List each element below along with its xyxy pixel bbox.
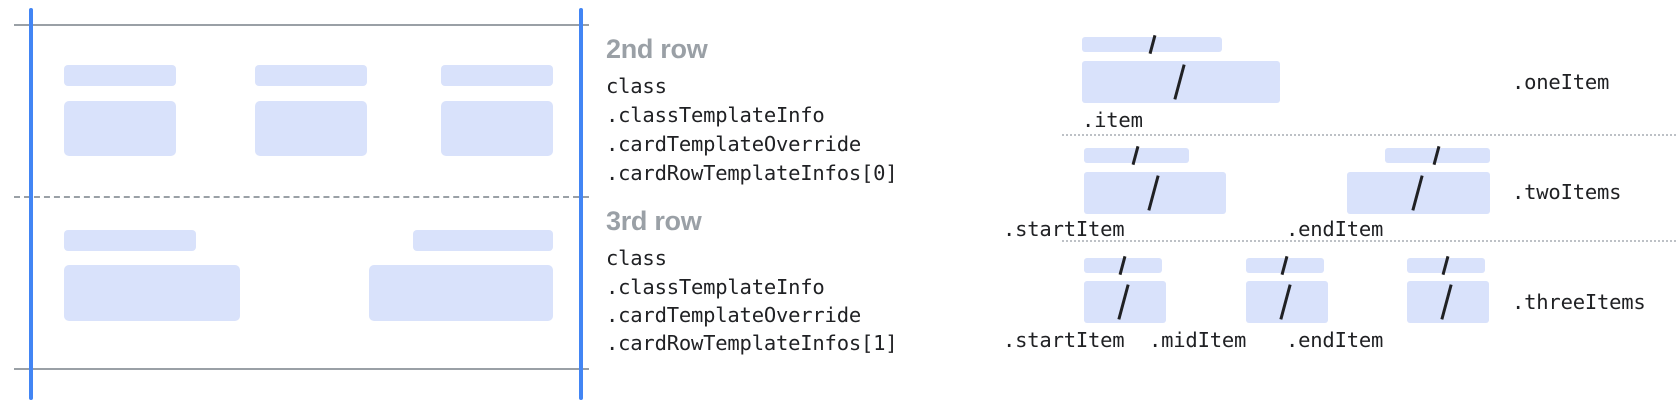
slot-caption: .item [1082,108,1143,132]
slot-title-bar [1084,255,1162,276]
slot-body-box [1347,172,1490,214]
cell-title-placeholder [255,65,367,86]
variant-label: .threeItems [1512,290,1646,314]
slot-title-bar [1084,145,1189,166]
cell-title-placeholder [64,65,176,86]
row-detail-line: .classTemplateInfo [606,103,825,127]
preview-top-boundary [14,24,589,26]
slash-glyph [1173,64,1186,100]
slot-caption: .endItem [1286,328,1384,352]
slot-body-box [1246,281,1328,323]
row-detail-line: .cardTemplateOverride [606,132,861,156]
slot-title-bar [1082,34,1222,55]
slot-title-bar [1407,255,1485,276]
slash-glyph [1118,255,1127,276]
slot-caption: .startItem [1003,217,1125,241]
variant-label: .oneItem [1512,70,1610,94]
slot-title-bar [1246,255,1324,276]
slash-glyph [1117,284,1130,320]
slot-body-box [1407,281,1489,323]
slash-glyph [1441,255,1450,276]
cell-title-placeholder [413,230,553,251]
slot-caption: .midItem [1149,328,1247,352]
cell-body-placeholder [64,265,240,321]
slot-caption: .endItem [1286,217,1384,241]
slot-body-box [1084,281,1166,323]
variant-label: .twoItems [1512,180,1622,204]
slot-body-box [1082,61,1280,103]
slash-glyph [1148,34,1157,55]
cell-title-placeholder [64,230,196,251]
row-detail-line: .cardRowTemplateInfos[0] [606,161,898,185]
slash-glyph [1279,284,1292,320]
row-detail-line: .classTemplateInfo [606,275,825,299]
slash-glyph [1432,145,1441,166]
right-margin-guide [579,8,583,400]
slot-title-bar [1385,145,1490,166]
slash-glyph [1131,145,1140,166]
row-title: 3rd row [606,206,702,236]
slash-glyph [1440,284,1453,320]
variant-separator [1062,240,1676,242]
cell-body-placeholder [255,101,367,156]
slash-glyph [1147,175,1160,211]
cell-body-placeholder [441,101,553,156]
slot-body-box [1084,172,1226,214]
row-detail-line: class [606,74,667,98]
slash-glyph [1411,175,1424,211]
row-title: 2nd row [606,34,708,64]
row-detail-line: .cardRowTemplateInfos[1] [606,331,898,355]
left-margin-guide [29,8,33,400]
slot-caption: .startItem [1003,328,1125,352]
preview-bottom-boundary [14,368,589,370]
slash-glyph [1280,255,1289,276]
row-detail-line: class [606,246,667,270]
cell-body-placeholder [64,101,176,156]
cell-body-placeholder [369,265,553,321]
cell-title-placeholder [441,65,553,86]
preview-row-divider [14,196,589,198]
row-detail-line: .cardTemplateOverride [606,303,861,327]
variant-separator [1062,134,1676,136]
